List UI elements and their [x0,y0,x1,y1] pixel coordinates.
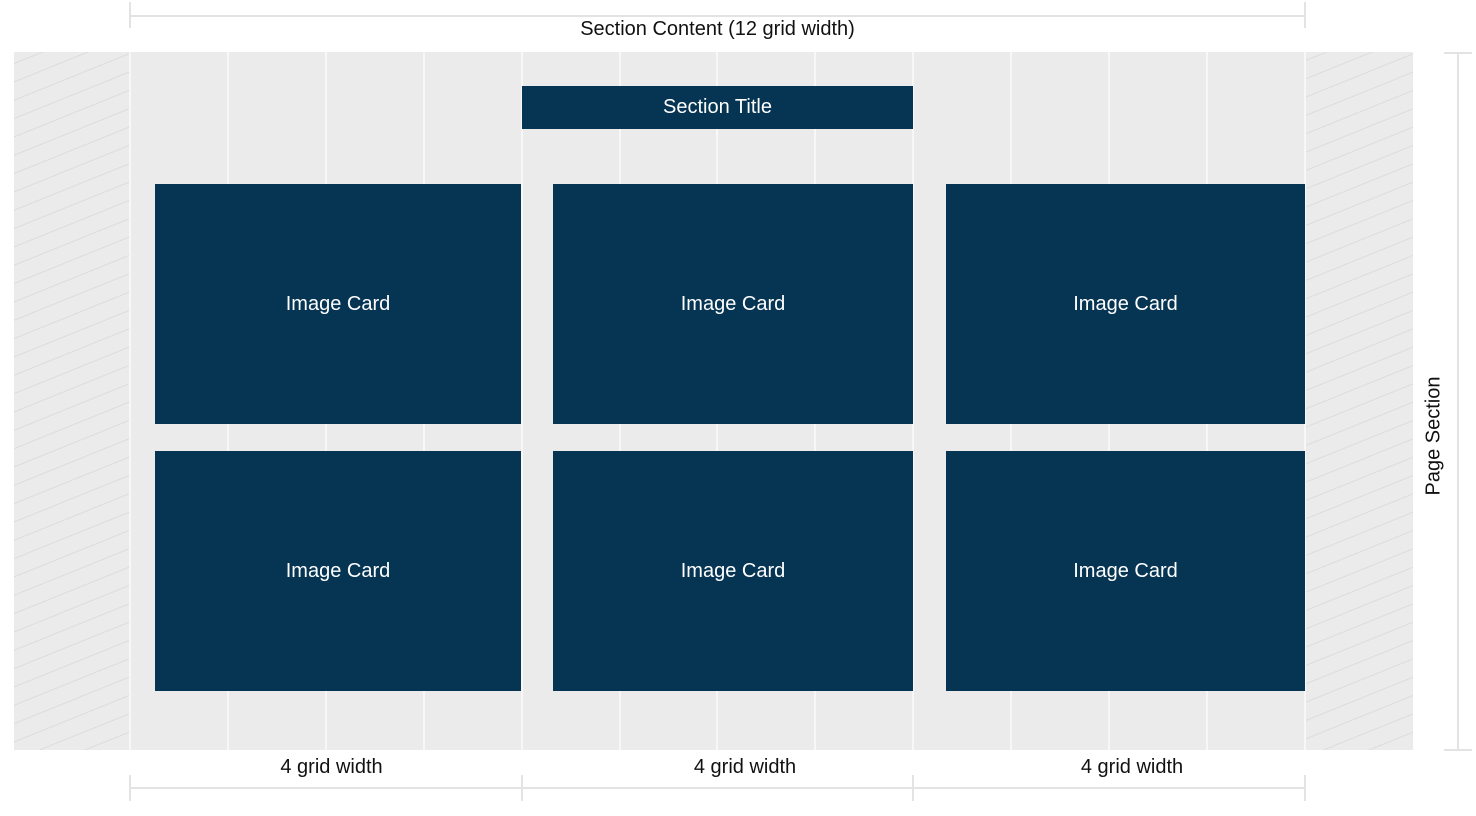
bottom-dimension-label: 4 grid width [280,756,383,778]
image-card-label: Image Card [285,292,391,315]
image-card-label: Image Card [285,559,391,582]
image-card: Image Card [553,451,913,691]
grid-column-line [129,52,131,750]
image-card: Image Card [155,184,521,424]
image-card-label: Image Card [1073,292,1178,315]
image-card: Image Card [553,184,913,424]
bottom-dimension-line [130,787,1305,789]
top-dimension-right-tick [1304,2,1306,28]
side-dimension-bottom-tick [1444,749,1472,751]
section-title: Section Title [522,86,913,129]
grid-column-line [912,52,914,750]
grid-column-line [521,52,523,750]
bottom-dimension-label: 4 grid width [693,756,797,778]
image-card-label: Image Card [680,559,786,582]
image-card: Image Card [155,451,521,691]
image-card: Image Card [946,184,1305,424]
image-card: Image Card [946,451,1305,691]
bottom-dimension-label: 4 grid width [1080,756,1184,778]
top-dimension-line [130,15,1305,17]
top-dimension-label: Section Content (12 grid width) [580,18,855,40]
bottom-dimension-tick [912,775,914,801]
right-margin-hatch [1306,52,1413,750]
section-title-text: Section Title [663,96,772,118]
bottom-dimension-tick [129,775,131,801]
image-card-label: Image Card [1073,559,1178,582]
side-dimension-label: Page Section [1423,377,1446,496]
left-margin-hatch [14,52,129,750]
grid-column-line [1304,52,1306,750]
bottom-dimension-tick [521,775,523,801]
side-dimension-label-text: Page Section [1422,376,1445,496]
image-card-label: Image Card [680,292,786,315]
bottom-dimension-tick [1304,775,1306,801]
side-dimension-line [1457,52,1459,750]
